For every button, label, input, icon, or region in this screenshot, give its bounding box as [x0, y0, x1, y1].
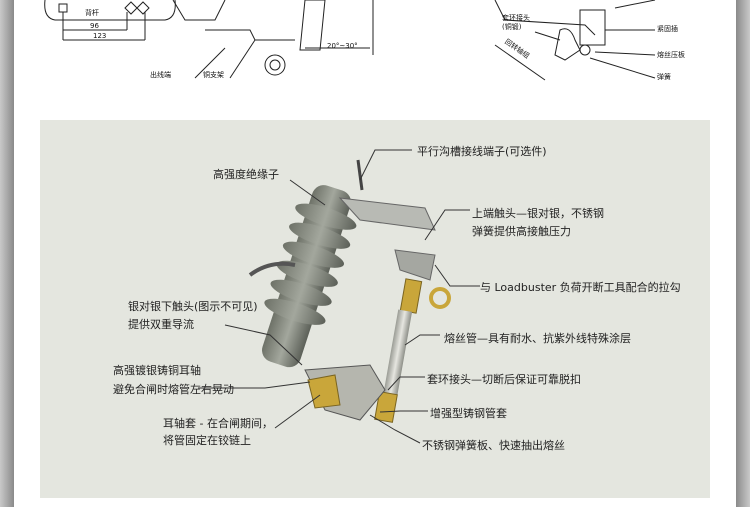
left-frame-bar: [0, 0, 14, 507]
insulator: [262, 185, 357, 368]
technical-drawing: 背杆 96 123 出线端 铜支架 20°~30° 套环接头 (铜锻) 回转轴组…: [15, 0, 735, 92]
callout-ring-joint: 套环接头—切断后保证可靠脱扣: [427, 373, 581, 386]
callout-pull-ring: 与 Loadbuster 负荷开断工具配合的拉勾: [480, 281, 681, 294]
label-ring-joint-sub: (铜锻): [502, 23, 522, 31]
dimension-96: 96: [90, 22, 99, 30]
callout-fuse-tube: 熔丝管—具有耐水、抗紫外线特殊涂层: [444, 332, 631, 345]
label-rod: 背杆: [85, 9, 99, 17]
label-fuse-plate: 熔丝压板: [657, 51, 685, 59]
callout-lower-contact-2: 提供双重导流: [128, 318, 194, 331]
callout-lower-contact: 银对银下触头(图示不可见): [128, 300, 258, 313]
label-bracket: 铜支架: [203, 71, 224, 79]
callout-steel-sleeve: 增强型铸钢管套: [430, 407, 507, 420]
label-ring-joint: 套环接头: [502, 14, 530, 22]
label-fastener: 紧固插: [657, 25, 678, 33]
callout-trunnion-sleeve: 耳轴套 - 在合闸期间，: [163, 417, 273, 430]
product-photo-panel: 平行沟槽接线端子(可选件) 高强度绝缘子 上端触头—银对银，不锈钢 弹簧提供高接…: [40, 120, 710, 498]
callout-spring-plate: 不锈钢弹簧板、快速抽出熔丝: [422, 439, 565, 452]
drawing-lines: [44, 0, 656, 81]
fuse-cutout-illustration: [198, 149, 480, 444]
callout-trunnion: 高强镀银铸铜耳轴: [113, 364, 201, 377]
callout-trunnion-2: 避免合闸时熔管左右晃动: [113, 383, 234, 396]
callout-insulator: 高强度绝缘子: [213, 168, 279, 181]
callout-terminal: 平行沟槽接线端子(可选件): [417, 145, 547, 158]
label-spring: 弹簧: [657, 73, 671, 81]
label-angle: 20°~30°: [327, 42, 358, 50]
callout-upper-contact-2: 弹簧提供高接触压力: [472, 225, 571, 238]
label-outlet: 出线端: [150, 71, 171, 79]
callout-upper-contact: 上端触头—银对银，不锈钢: [472, 207, 604, 220]
right-frame-bar: [736, 0, 750, 507]
callout-trunnion-sleeve-2: 将管固定在铰链上: [163, 434, 251, 447]
dimension-123: 123: [93, 32, 107, 40]
